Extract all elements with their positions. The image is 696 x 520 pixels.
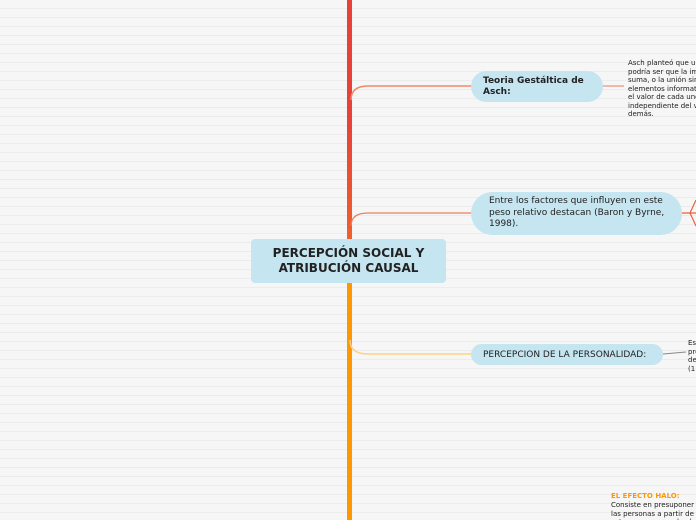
note-personalidad: Es pre de (1 [688, 339, 696, 373]
node-teoria-gestaltica[interactable]: Teoria Gestáltica de Asch: [471, 71, 603, 102]
connector-factores [350, 212, 472, 227]
note-asch: Asch planteó que una podría ser que la i… [628, 59, 696, 118]
central-title: PERCEPCIÓN SOCIAL Y ATRIBUCIÓN CAUSAL [272, 246, 425, 275]
node-label: Entre los factores que influyen en este … [489, 196, 665, 230]
note-halo-title: EL EFECTO HALO: [611, 492, 680, 500]
connector-personalidad [349, 339, 472, 355]
connector-personalidad-note [662, 351, 687, 355]
trunk-top [347, 0, 352, 240]
node-label: PERCEPCION DE LA PERSONALIDAD: [483, 349, 647, 360]
central-topic[interactable]: PERCEPCIÓN SOCIAL Y ATRIBUCIÓN CAUSAL [251, 239, 446, 283]
node-factores[interactable]: Entre los factores que influyen en este … [471, 192, 682, 235]
note-halo-body: Consiste en presuponer al las personas a… [611, 501, 696, 520]
connector-factores-out [682, 199, 696, 227]
node-percepcion-personalidad[interactable]: PERCEPCION DE LA PERSONALIDAD: [471, 344, 663, 365]
trunk-bottom [347, 282, 352, 520]
node-label: Teoria Gestáltica de Asch: [483, 75, 584, 97]
connector-asch [350, 85, 472, 101]
